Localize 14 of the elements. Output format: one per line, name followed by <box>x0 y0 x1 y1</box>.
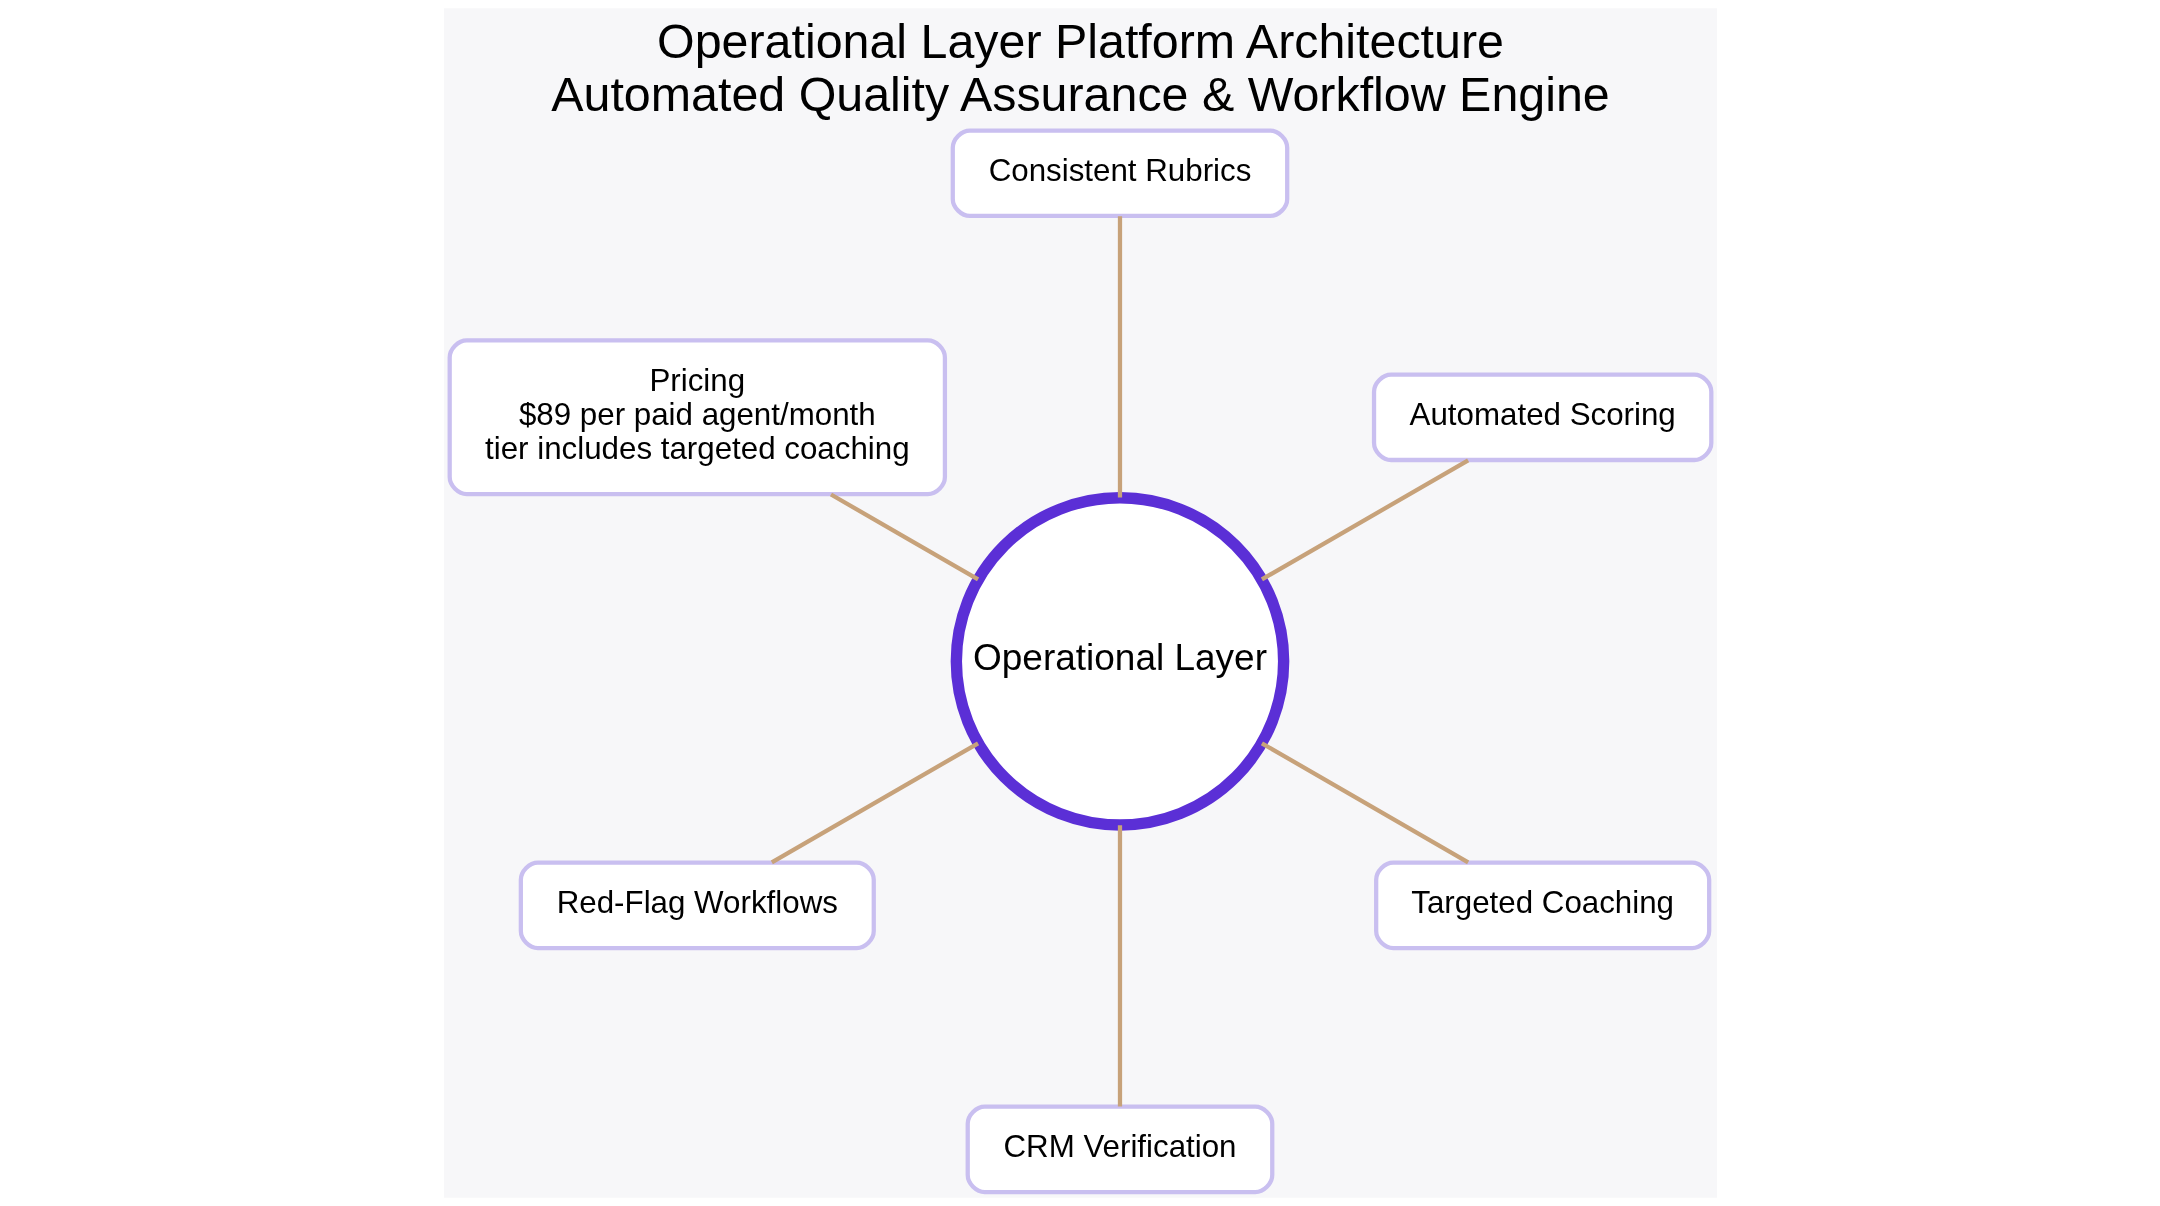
connector <box>770 741 979 865</box>
connector <box>1260 741 1469 865</box>
node-box: Pricing $89 per paid agent/month tier includes targeted coaching <box>447 338 947 497</box>
connector <box>829 492 979 582</box>
node-box: Automated Scoring <box>1371 372 1713 463</box>
node-box: Consistent Rubrics <box>950 128 1289 219</box>
node-box: Targeted Coaching <box>1373 860 1711 951</box>
node-circle: Operational Layer <box>950 492 1289 831</box>
node-box: CRM Verification <box>965 1104 1274 1195</box>
connector <box>1260 458 1469 582</box>
diagram-title: Operational Layer Platform Architecture <box>656 14 1504 69</box>
connector <box>1117 216 1122 498</box>
connector <box>1117 825 1122 1107</box>
node-box: Red-Flag Workflows <box>518 860 876 951</box>
